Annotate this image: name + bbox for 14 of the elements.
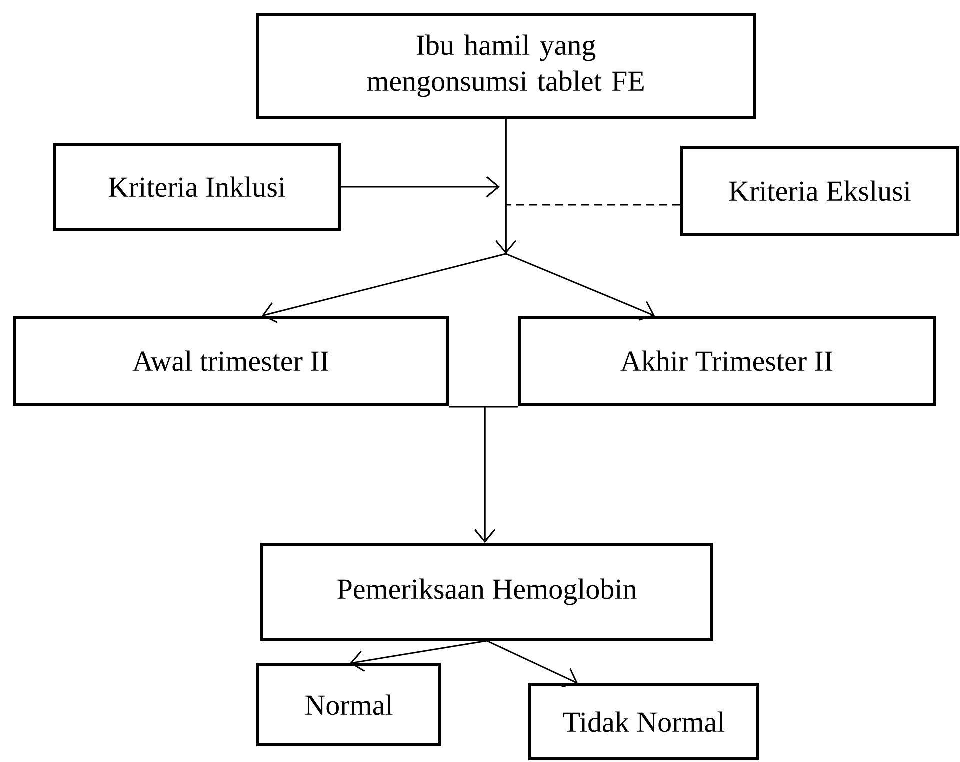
arrow [474,406,518,543]
process-box: Ibu hamil yang mengonsumsi tablet FE [256,13,756,119]
process-box: Kriteria Inklusi [53,143,341,231]
arrow [350,640,488,672]
process-box: Kriteria Ekslusi [680,146,960,236]
process-box: Normal [256,664,442,746]
process-box: Tidak Normal [528,684,760,760]
process-box: Akhir Trimester II [518,316,936,406]
arrow [486,640,578,688]
process-box: Awal trimester II [13,316,449,406]
dashed-line [506,204,680,206]
arrow [505,119,655,321]
arrow [341,176,500,198]
process-box: Pemeriksaan Hemoglobin [260,543,714,641]
